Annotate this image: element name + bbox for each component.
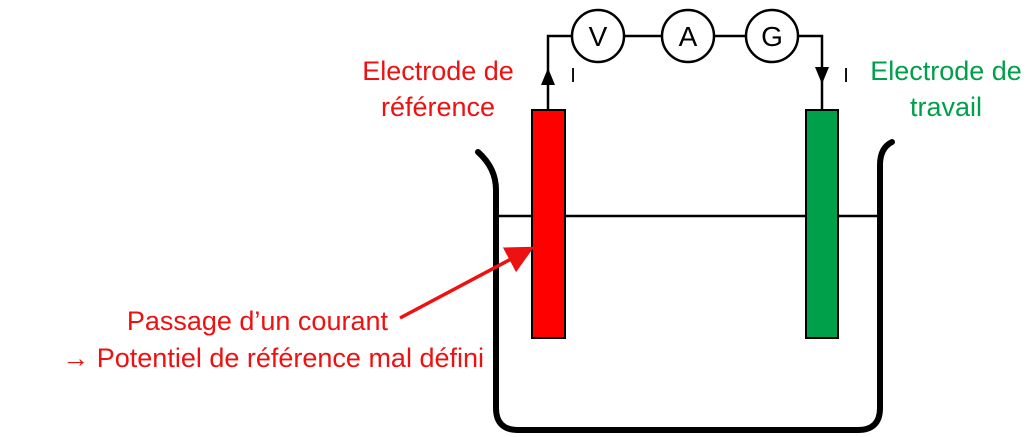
reference-electrode	[531, 109, 566, 339]
generator-label: G	[761, 21, 783, 52]
annotation-arrow	[399, 246, 535, 320]
current-arrow-up	[541, 68, 555, 85]
working-electrode-label-line2: travail	[910, 92, 982, 122]
annotation-line2: → Potentiel de référence mal défini	[62, 343, 484, 373]
ammeter: A	[660, 8, 716, 64]
ammeter-label: A	[679, 21, 698, 52]
generator: G	[744, 8, 800, 64]
working-electrode	[805, 109, 839, 339]
current-label-left: I	[570, 65, 576, 87]
reference-electrode-label-line2: référence	[381, 92, 495, 122]
current-label-right: I	[843, 65, 849, 87]
voltmeter: V	[570, 8, 626, 64]
beaker	[475, 139, 895, 433]
voltmeter-label: V	[589, 21, 608, 52]
current-arrow-down	[815, 67, 829, 84]
reference-electrode-label-line1: Electrode de	[362, 56, 514, 86]
annotation-line1: Passage d’un courant	[127, 306, 389, 336]
working-electrode-label-line1: Electrode de	[870, 56, 1022, 86]
